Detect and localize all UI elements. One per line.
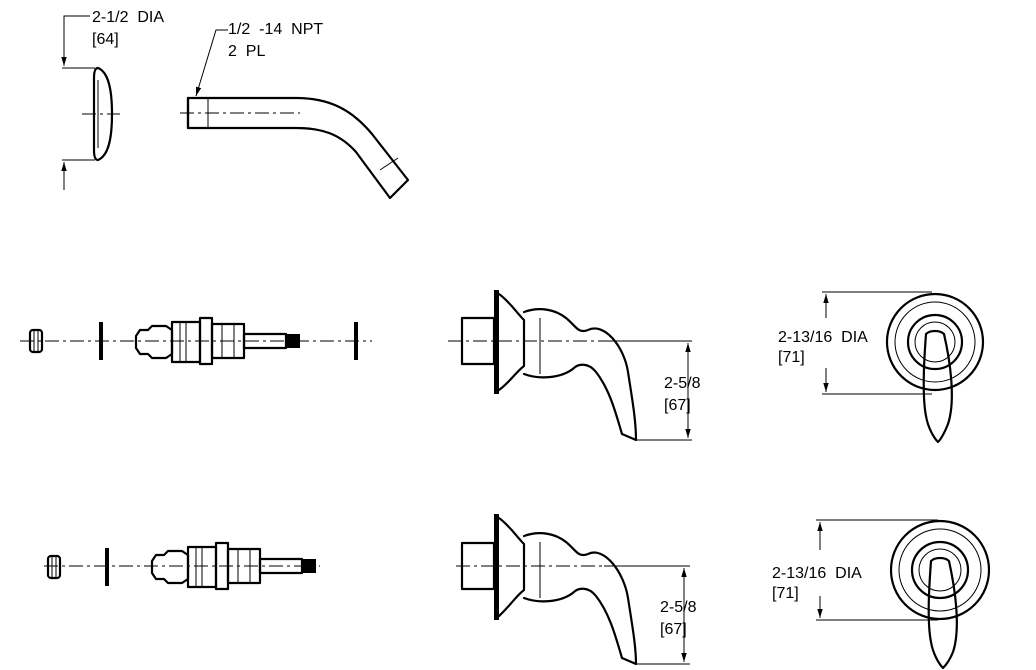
handle-side-view-2 xyxy=(456,514,686,666)
escutcheon-dia-2-label: 2-13/16 DIA xyxy=(772,565,862,582)
thread-spec-leader: 1/2 -14 NPT 2 PL xyxy=(195,21,323,97)
flange-dia-dimension: 2-1/2 DIA [64] xyxy=(61,9,164,190)
handle-front-view-1 xyxy=(885,292,985,444)
seat-washer-2 xyxy=(46,554,62,580)
valve-stem-2 xyxy=(150,541,316,591)
o-ring xyxy=(99,322,103,360)
retaining-clip xyxy=(354,322,358,360)
shower-arm xyxy=(180,96,410,200)
handle-projection-2-mm-label: [67] xyxy=(660,621,687,638)
escutcheon-dia-1-label: 2-13/16 DIA xyxy=(778,329,868,346)
cartridge-assembly-2 xyxy=(44,541,320,591)
escutcheon-dia-2-mm-label: [71] xyxy=(772,585,799,602)
escutcheon-dia-dimension-1: 2-13/16 DIA [71] xyxy=(778,291,932,395)
cartridge-assembly-1 xyxy=(20,316,372,366)
handle-front-view-2 xyxy=(889,519,991,670)
flange-dia-mm-label: [64] xyxy=(92,31,119,48)
shower-flange xyxy=(82,66,120,162)
handle-projection-dimension-1: 2-5/8 [67] xyxy=(604,340,701,441)
thread-spec-label: 1/2 -14 NPT xyxy=(228,21,323,38)
handle-projection-1-label: 2-5/8 xyxy=(664,375,701,392)
valve-stem xyxy=(134,316,300,366)
escutcheon-dia-1-mm-label: [71] xyxy=(778,349,805,366)
handle-projection-dimension-2: 2-5/8 [67] xyxy=(604,565,697,665)
escutcheon-dia-dimension-2: 2-13/16 DIA [71] xyxy=(772,519,938,621)
seat-washer xyxy=(28,328,44,354)
flange-dia-label: 2-1/2 DIA xyxy=(92,9,164,26)
handle-projection-2-label: 2-5/8 xyxy=(660,599,697,616)
handle-side-view-1 xyxy=(448,290,690,442)
handle-projection-1-mm-label: [67] xyxy=(664,397,691,414)
thread-qty-label: 2 PL xyxy=(228,43,265,60)
o-ring-2 xyxy=(105,548,109,586)
